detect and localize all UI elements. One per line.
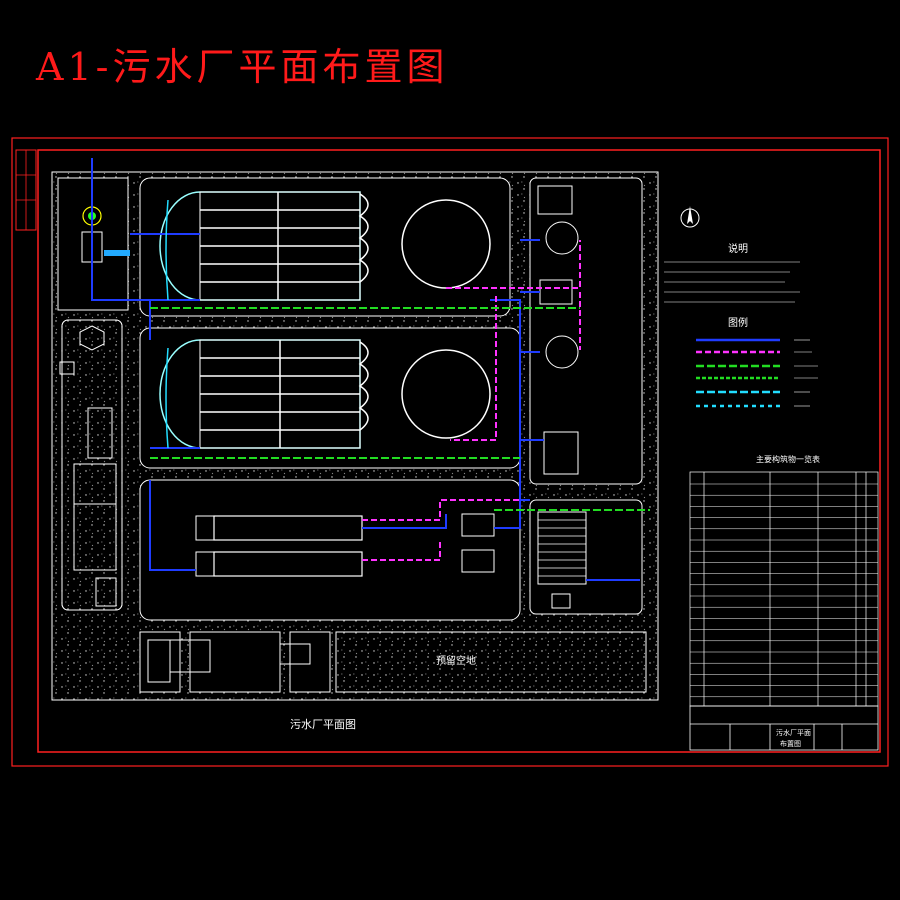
drawing-title: A1-污水厂平面布置图 <box>36 45 449 89</box>
filter-bed <box>537 511 587 585</box>
title-block-name-1: 污水厂平面 <box>776 728 811 737</box>
title-block-name-2: 布置图 <box>780 739 801 748</box>
table-heading: 主要构筑物一览表 <box>756 454 820 464</box>
sludge-pipe <box>362 240 581 561</box>
legend <box>696 338 780 408</box>
title-block <box>689 705 879 751</box>
return-pipe <box>150 307 650 511</box>
notes-block <box>664 261 800 303</box>
inner-frame <box>37 149 881 753</box>
notes-heading: 说明 <box>728 242 748 255</box>
air-pipe <box>165 199 169 449</box>
north-arrow-icon <box>680 206 700 228</box>
structures-table <box>689 471 879 707</box>
clarifier-2 <box>401 349 491 439</box>
reserved-area-label: 预留空地 <box>436 654 476 667</box>
oxidation-ditch-1 <box>159 191 369 301</box>
outer-frame <box>11 137 889 767</box>
drawing-caption: 污水厂平面图 <box>290 718 356 731</box>
legend-heading: 图例 <box>728 316 748 329</box>
